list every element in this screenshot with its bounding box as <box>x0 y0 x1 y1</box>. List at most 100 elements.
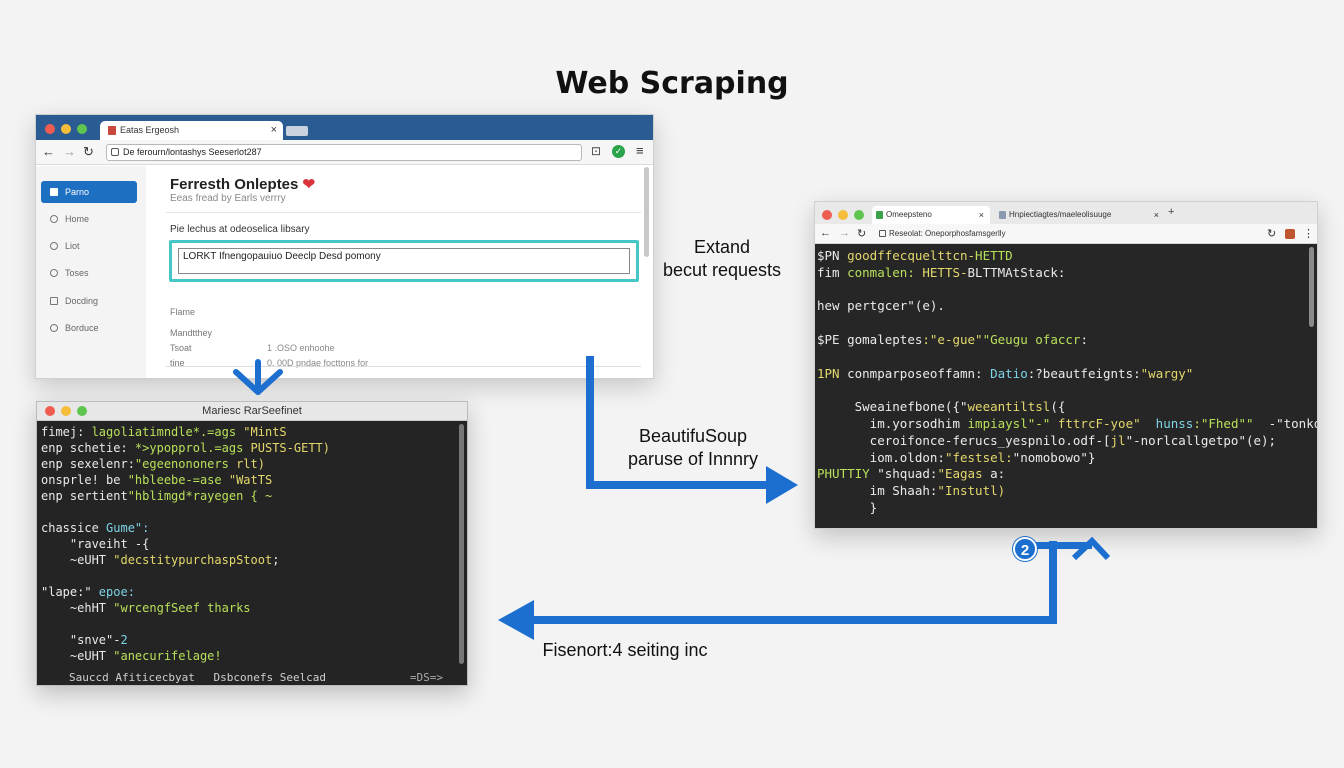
maximize-dot[interactable] <box>854 210 864 220</box>
page-heading: Ferresth Onleptes ❤ <box>170 175 315 193</box>
code-token: chassice <box>41 521 107 535</box>
close-dot[interactable] <box>45 406 55 416</box>
code-token: 1PN <box>817 365 848 381</box>
code-token: 2 <box>120 633 128 647</box>
forward-arrow-icon[interactable]: → <box>839 227 850 239</box>
minimize-dot[interactable] <box>61 124 71 134</box>
tab-close-icon[interactable]: × <box>270 124 277 136</box>
bookmark-icon[interactable]: ⊡ <box>591 144 602 158</box>
code-token: lagoliatimndle*.=ags <box>91 425 244 439</box>
page-heading-text: Ferresth Onleptes <box>170 176 299 193</box>
sidebar-item-liot[interactable]: Liot <box>41 235 137 257</box>
reload-icon[interactable]: ↻ <box>83 144 94 159</box>
code-token: "anecurifelage! <box>113 649 222 663</box>
code-token: "Instutl) <box>937 483 1006 499</box>
row2-label: tine <box>170 358 185 368</box>
maximize-dot[interactable] <box>77 124 87 134</box>
lock-icon <box>111 148 119 156</box>
code-line: "snve"-2 <box>41 632 455 648</box>
code-line: "raveiht -{ <box>41 536 455 552</box>
highlighted-input[interactable]: LORKT Ifnengopauiuo Deeclp Desd pomony <box>178 248 630 274</box>
close-dot[interactable] <box>822 210 832 220</box>
code-token: *>ypopprol.=ags <box>134 441 251 455</box>
address-bar[interactable]: De ferourn/lontashys Seeserlot287 <box>106 144 582 161</box>
reload-small-icon[interactable]: ↻ <box>1267 228 1277 240</box>
sidebar-item-label: Liot <box>65 241 80 251</box>
sidebar-item-label: Borduce <box>65 323 99 333</box>
minimize-dot[interactable] <box>61 406 71 416</box>
code-line: 1PN conmparposeoffamn: Datio:?beautfeign… <box>817 366 1307 383</box>
selected-element-highlight[interactable]: LORKT Ifnengopauiuo Deeclp Desd pomony <box>169 240 639 282</box>
browser-tab-active[interactable]: Omeepsteno × <box>872 206 990 224</box>
code-line: enp sertient"hblimgd*rayegen { ~ <box>41 488 455 504</box>
extension-check-icon[interactable]: ✓ <box>612 145 625 158</box>
sidebar-item-docding[interactable]: Docding <box>41 290 137 312</box>
code-line: hew pertgcer"(e). <box>817 298 1307 315</box>
forward-arrow-icon[interactable]: → <box>63 144 76 159</box>
browser-tab[interactable]: Hnpiectiagtes/maeleolisuuge × <box>995 206 1165 224</box>
window-controls <box>45 124 87 134</box>
reload-icon[interactable]: ↻ <box>857 228 867 240</box>
scrollbar[interactable] <box>644 167 649 257</box>
sidebar-item-parno[interactable]: Parno <box>41 181 137 203</box>
code-token: "festsel: <box>944 449 1013 465</box>
code-token: fim <box>817 264 848 280</box>
footer-right-text: =DS=> <box>409 671 443 684</box>
new-tab-icon[interactable]: + <box>1168 206 1175 218</box>
code-line <box>41 504 455 520</box>
close-dot[interactable] <box>45 124 55 134</box>
browser-tab[interactable]: Eatas Ergeosh × <box>100 121 283 140</box>
code-token: enp sertient <box>41 489 128 503</box>
scrollbar[interactable] <box>1309 247 1314 327</box>
divider <box>166 366 641 367</box>
code-token: HETTD <box>975 248 1013 263</box>
sidebar-item-toses[interactable]: Toses <box>41 262 137 284</box>
maximize-dot[interactable] <box>77 406 87 416</box>
new-tab-button[interactable] <box>286 126 308 136</box>
terminal-title-bar: Mariesc RarSeefinet <box>37 402 467 421</box>
code-line: ~eUHT "anecurifelage! <box>41 648 455 664</box>
sidebar-item-home[interactable]: Home <box>41 208 137 230</box>
sidebar-item-label: Docding <box>65 296 99 306</box>
tab-close-icon[interactable]: × <box>1153 210 1159 220</box>
code-token: gomaleptes <box>847 331 923 347</box>
address-bar[interactable]: Reseolat: Oneporphosfamsgerlly <box>877 227 1257 241</box>
tab-close-icon[interactable]: × <box>978 210 984 220</box>
code-token: "raveiht -{ <box>41 537 150 551</box>
code-line: Sweainefbone({"weeantiltsl({ <box>817 399 1307 416</box>
back-arrow-icon[interactable]: ← <box>42 144 55 159</box>
code-token: rlt) <box>236 457 265 471</box>
minimize-dot[interactable] <box>838 210 848 220</box>
back-arrow-icon[interactable]: ← <box>820 227 831 239</box>
code-token: :?beautfeignts: <box>1027 365 1141 381</box>
code-line: PHUTTIY "shquad:"Eagas a: <box>817 466 1307 483</box>
code-line: iom.oldon:"festsel:"nomobowo"} <box>817 450 1307 467</box>
code-line: onsprle! be "hbleebe-=ase "WatTS <box>41 472 455 488</box>
code-token: "-norlcallgetpo"(e); <box>1125 432 1277 448</box>
sidebar: Parno Home Liot Toses Docding Borduce <box>36 166 146 378</box>
home-icon <box>50 188 58 196</box>
code-token: ; <box>272 553 280 567</box>
code-token: :"Fhed"" <box>1193 415 1262 431</box>
code-token: im Shaah: <box>817 483 938 499</box>
code-token: iom.oldon: <box>817 449 945 465</box>
code-line: fimej: lagoliatimndle*.=ags "MintS <box>41 424 455 440</box>
code-token: "Geugu ofaccr <box>982 331 1081 347</box>
code-line: im Shaah:"Instutl) <box>817 483 1307 500</box>
annotation-text: paruse of Innnry <box>627 449 759 469</box>
code-line: } <box>817 500 1307 517</box>
field-label: Pie lechus at odeoselica libsary <box>170 224 310 235</box>
code-token: $PN <box>817 248 848 263</box>
scrollbar[interactable] <box>459 424 464 664</box>
extension-icon[interactable] <box>1285 229 1295 239</box>
code-token: weeantiltsl <box>967 399 1051 415</box>
sidebar-item-borduce[interactable]: Borduce <box>41 317 137 339</box>
browser-window-source: Eatas Ergeosh × ← → ↻ De ferourn/lontash… <box>35 114 654 379</box>
menu-icon[interactable]: ≡ <box>636 143 644 158</box>
divider <box>166 212 641 213</box>
code-token: "nomobowo"} <box>1012 449 1096 465</box>
code-line: "lape:" epoe: <box>41 584 455 600</box>
code-token: fttrcF-yoe" <box>1050 415 1149 431</box>
menu-icon[interactable]: ⋮ <box>1303 228 1314 240</box>
footer-mid-text: Dsbconefs Seelcad <box>213 671 327 684</box>
